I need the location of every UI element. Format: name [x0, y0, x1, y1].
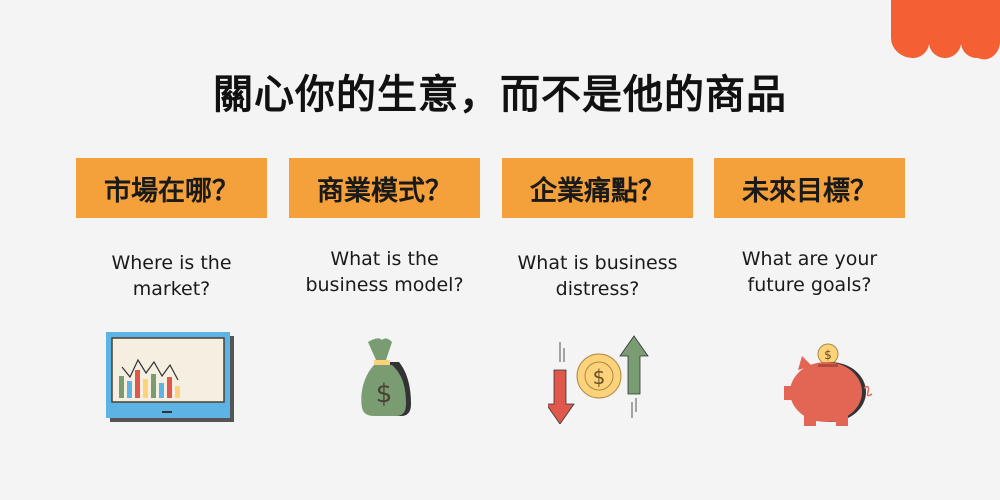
- card-distress: 企業痛點？ What is business distress?: [502, 158, 693, 302]
- description-line: future goals?: [747, 274, 872, 296]
- decorative-blob: [891, 0, 1000, 60]
- page-title: 關心你的生意，而不是他的商品: [213, 72, 787, 118]
- description-line: What are your: [741, 248, 878, 270]
- card-description: What are your future goals?: [714, 246, 905, 298]
- card-heading: 未來目標？: [714, 158, 905, 218]
- svg-text:$: $: [376, 379, 393, 409]
- description-line: Where is the: [111, 252, 232, 274]
- description-line: What is the: [330, 248, 439, 270]
- card-business-model: 商業模式？ What is the business model?: [289, 158, 480, 298]
- description-line: distress?: [555, 278, 640, 300]
- card-heading: 市場在哪？: [76, 158, 267, 218]
- svg-text:$: $: [824, 348, 832, 362]
- chart-monitor-icon: [106, 332, 234, 422]
- svg-text:$: $: [593, 365, 606, 389]
- card-goals: 未來目標？ What are your future goals?: [714, 158, 905, 298]
- card-heading: 商業模式？: [289, 158, 480, 218]
- coin-arrows-icon: $: [548, 335, 649, 424]
- description-line: business model?: [305, 274, 464, 296]
- card-description: What is business distress?: [502, 250, 693, 302]
- card-market: 市場在哪？ Where is the market?: [76, 158, 267, 302]
- card-description: Where is the market?: [76, 250, 267, 302]
- card-heading: 企業痛點？: [502, 158, 693, 218]
- description-line: What is business: [517, 252, 678, 274]
- description-line: market?: [132, 278, 211, 300]
- piggy-bank-icon: $: [784, 343, 873, 426]
- money-bag-icon: $: [361, 338, 411, 416]
- card-description: What is the business model?: [289, 246, 480, 298]
